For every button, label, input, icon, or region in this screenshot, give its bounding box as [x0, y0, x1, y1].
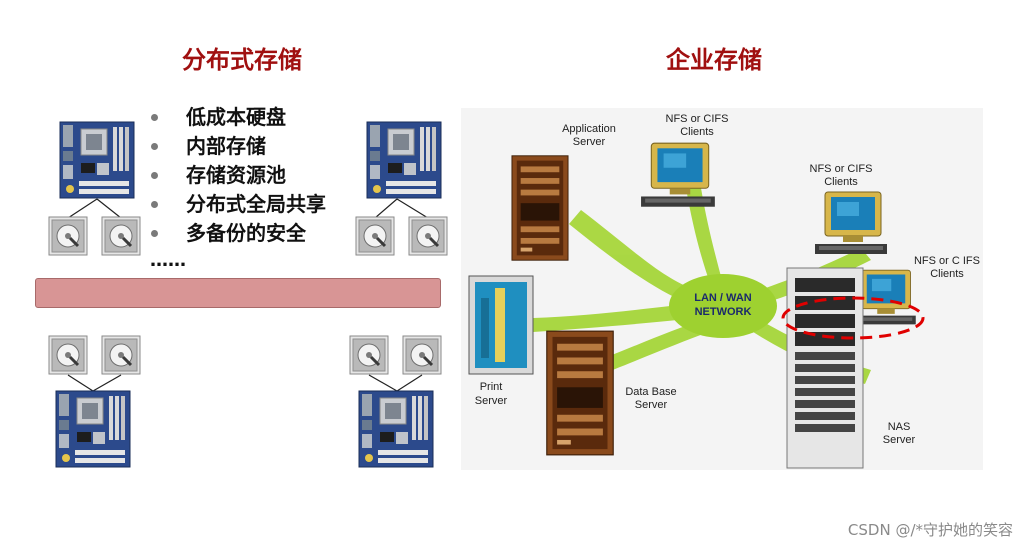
application-server-icon: [511, 155, 569, 261]
more-ellipsis: ……: [150, 250, 186, 271]
hard-disk-icon: [101, 335, 141, 375]
motherboard-icon: [59, 121, 135, 199]
list-item: 分布式全局共享: [148, 190, 326, 219]
print-server-icon: [468, 275, 534, 375]
network-hub: [669, 274, 777, 338]
client-computer-icon: [814, 191, 888, 255]
print-server-label-1: Print: [480, 381, 503, 393]
nas-highlight-ellipse: [781, 296, 925, 340]
hard-disk-icon: [402, 335, 442, 375]
database-server-label-2: Server: [635, 399, 668, 411]
enterprise-network-diagram: LAN / WAN NETWORK Application Server NFS…: [461, 108, 983, 470]
nfs-clients-label-1: NFS or C IFS: [914, 255, 980, 267]
print-server-label-2: Server: [475, 395, 508, 407]
hard-disk-icon: [349, 335, 389, 375]
list-item: 多备份的安全: [148, 219, 326, 248]
hub-label-line2: NETWORK: [695, 306, 752, 318]
hard-disk-icon: [408, 216, 448, 256]
bullet-icon: [151, 114, 158, 121]
list-item: 存储资源池: [148, 161, 326, 190]
nas-server-icon: [786, 267, 864, 469]
motherboard-icon: [366, 121, 442, 199]
feature-list: 低成本硬盘 内部存储 存储资源池 分布式全局共享 多备份的安全: [148, 103, 326, 248]
database-server-icon: [546, 330, 614, 456]
list-item: 低成本硬盘: [148, 103, 326, 132]
bullet-icon: [151, 201, 158, 208]
bullet-icon: [151, 143, 158, 150]
nfs-clients-label-2: Clients: [824, 176, 858, 188]
motherboard-icon: [358, 390, 434, 468]
bullet-icon: [151, 172, 158, 179]
client-computer-icon: [640, 142, 716, 208]
shared-storage-pool-bar: [35, 278, 441, 308]
database-server-label-1: Data Base: [625, 386, 676, 398]
bullet-icon: [151, 230, 158, 237]
nfs-clients-label-2: Clients: [930, 268, 964, 280]
hub-label-line1: LAN / WAN: [694, 292, 751, 304]
enterprise-storage-title: 企业存储: [666, 45, 762, 74]
nas-server-label-2: Server: [883, 434, 916, 446]
watermark: CSDN @/*守护她的笑容: [847, 521, 1013, 539]
nas-server-label-1: NAS: [888, 421, 911, 433]
motherboard-icon: [55, 390, 131, 468]
application-server-label-1: Application: [562, 123, 616, 135]
hard-disk-icon: [48, 335, 88, 375]
hard-disk-icon: [355, 216, 395, 256]
distributed-links: [67, 198, 429, 392]
hard-disk-icon: [48, 216, 88, 256]
distributed-storage-title: 分布式存储: [182, 45, 302, 74]
list-item: 内部存储: [148, 132, 326, 161]
nfs-clients-label-2: Clients: [680, 126, 714, 138]
hard-disk-icon: [101, 216, 141, 256]
application-server-label-2: Server: [573, 136, 606, 148]
nfs-clients-label-1: NFS or CIFS: [666, 113, 729, 125]
nfs-clients-label-1: NFS or CIFS: [810, 163, 873, 175]
